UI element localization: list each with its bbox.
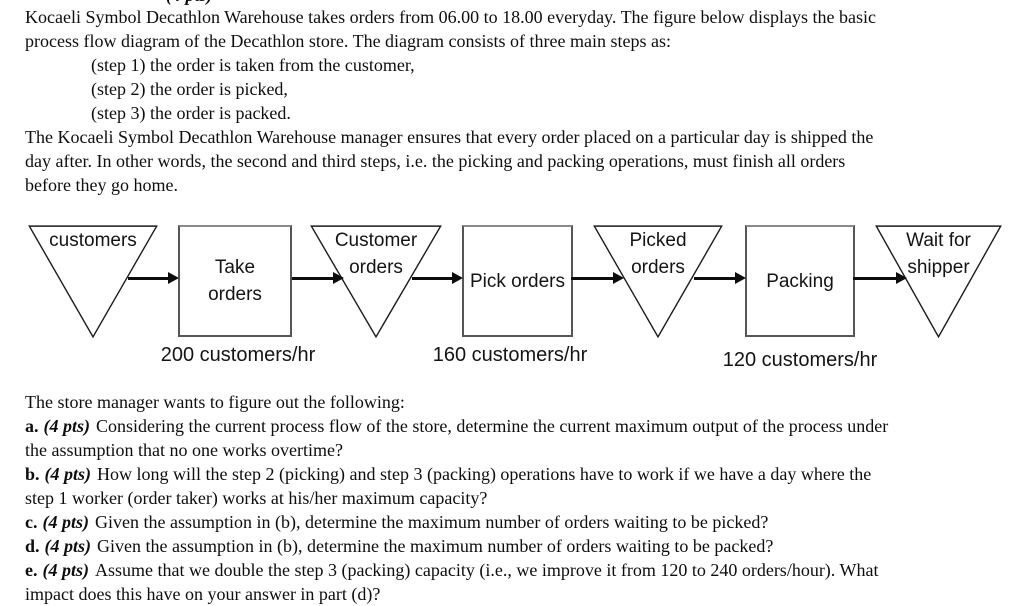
clipped-text-fragment: (4 pts): [166, 0, 213, 6]
intro-paragraph: Kocaeli Symbol Decathlon Warehouse takes…: [25, 5, 1018, 197]
step-list-item: (step 3) the order is packed.: [91, 103, 291, 123]
box-label-line: orders: [208, 284, 262, 305]
question-b-label: b.: [25, 464, 40, 484]
flow-arrow: [571, 272, 624, 284]
step-list-item: (step 2) the order is picked,: [91, 79, 288, 99]
question-e-points: (4 pts): [42, 560, 90, 580]
question-b-line-2: step 1 worker (order taker) works at his…: [25, 488, 488, 508]
paragraph-line: The Kocaeli Symbol Decathlon Warehouse m…: [25, 127, 874, 147]
question-e-text: Assume that we double the step 3 (packin…: [95, 560, 879, 580]
question-e-line-2: impact does this have on your answer in …: [25, 584, 381, 604]
triangle-label-line: shipper: [907, 257, 970, 278]
question-c-text: Given the assumption in (b), determine t…: [95, 512, 769, 532]
question-d-points: (4 pts): [44, 536, 92, 556]
triangle-outline-icon: [875, 225, 1002, 338]
box-label-line: Packing: [766, 270, 834, 292]
triangle-label-line: Wait for: [906, 230, 971, 251]
question-e-line-1: e.(4 pts)Assume that we double the step …: [25, 558, 1018, 582]
paragraph-line: process flow diagram of the Decathlon st…: [25, 31, 671, 51]
questions-paragraph: The store manager wants to figure out th…: [25, 390, 1018, 606]
inventory-triangle-customer-orders: Customer orders: [310, 225, 442, 338]
process-box-packing: Packing: [745, 225, 855, 337]
question-b-text: How long will the step 2 (picking) and s…: [97, 464, 872, 484]
question-a-points: (4 pts): [43, 416, 91, 436]
triangle-outline-icon: [28, 225, 158, 338]
inventory-triangle-picked-orders: Picked orders: [593, 225, 723, 338]
question-a-text: Considering the current process flow of …: [96, 416, 889, 436]
inventory-triangle-customers: customers: [28, 225, 158, 338]
capacity-label-take-orders: 200 customers/hr: [160, 344, 316, 366]
triangle-label-line: Customer: [334, 230, 418, 251]
box-label-line: Take: [214, 257, 256, 278]
triangle-label: customers: [28, 227, 158, 254]
triangle-label: Wait for shipper: [875, 227, 1002, 281]
triangle-label-line: Picked: [629, 230, 687, 251]
flow-arrow: [292, 272, 344, 284]
question-d-line: d.(4 pts)Given the assumption in (b), de…: [25, 534, 1018, 558]
inventory-triangle-wait-for-shipper: Wait for shipper: [875, 225, 1002, 338]
question-c-label: c.: [25, 512, 38, 532]
box-label-line: Pick orders: [469, 270, 566, 292]
triangle-label: Picked orders: [593, 227, 723, 281]
step-list-item: (step 1) the order is taken from the cus…: [91, 55, 415, 75]
process-box-take-orders: Take orders: [178, 225, 292, 337]
question-d-text: Given the assumption in (b), determine t…: [97, 536, 774, 556]
question-a-line-2: the assumption that no one works overtim…: [25, 440, 343, 460]
question-c-line: c.(4 pts)Given the assumption in (b), de…: [25, 510, 1018, 534]
question-b-points: (4 pts): [44, 464, 92, 484]
process-flow-diagram: customers Take orders Customer orders Pi…: [0, 225, 1024, 375]
paragraph-line: day after. In other words, the second an…: [25, 151, 846, 171]
flow-arrow: [412, 272, 463, 284]
question-b-line-1: b.(4 pts)How long will the step 2 (picki…: [25, 462, 1018, 486]
question-a-line-1: a.(4 pts)Considering the current process…: [25, 414, 1018, 438]
triangle-outline-icon: [593, 225, 723, 338]
triangle-label: Customer orders: [310, 227, 442, 281]
question-d-label: d.: [25, 536, 40, 556]
capacity-label-pick-orders: 160 customers/hr: [432, 344, 588, 366]
capacity-label-packing: 120 customers/hr: [722, 349, 878, 371]
flow-arrow: [694, 272, 746, 284]
paragraph-line: before they go home.: [25, 175, 178, 195]
flow-arrow: [853, 272, 907, 284]
question-a-label: a.: [25, 416, 39, 436]
flow-arrow: [128, 272, 179, 284]
question-c-points: (4 pts): [42, 512, 90, 532]
question-e-label: e.: [25, 560, 38, 580]
triangle-label-line: orders: [349, 257, 403, 278]
triangle-label-line: orders: [631, 257, 685, 278]
questions-intro-line: The store manager wants to figure out th…: [25, 392, 405, 412]
process-box-pick-orders: Pick orders: [462, 225, 573, 337]
paragraph-line: Kocaeli Symbol Decathlon Warehouse takes…: [25, 7, 876, 27]
triangle-label-line: customers: [49, 230, 137, 251]
